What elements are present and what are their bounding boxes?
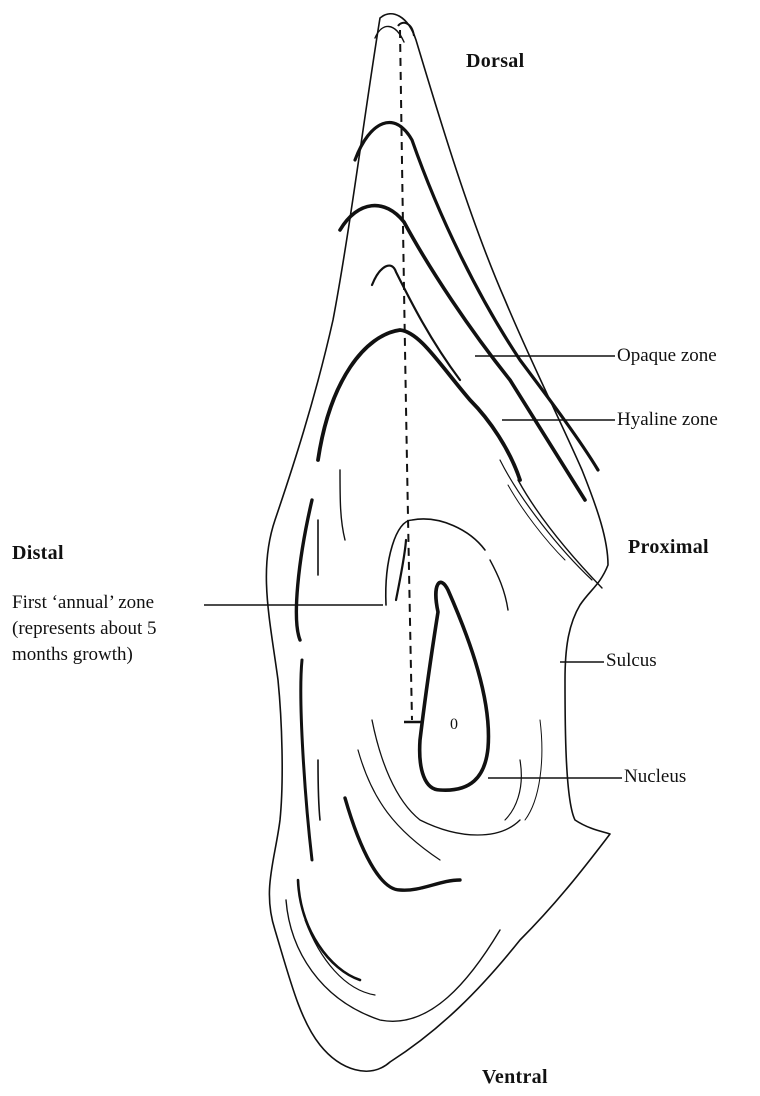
nucleus-ring — [420, 582, 489, 790]
opaque-zone-label: Opaque zone — [617, 343, 717, 369]
first-annual-zone-label: First ‘annual’ zone (represents about 5 … — [12, 590, 157, 668]
growth-ring — [372, 266, 460, 380]
growth-ring — [340, 206, 585, 500]
distal-label: Distal — [12, 542, 64, 565]
sulcus-label: Sulcus — [606, 648, 657, 674]
nucleus-mark: 0 — [450, 712, 458, 738]
nucleus-label: Nucleus — [624, 764, 686, 790]
growth-ring — [355, 123, 598, 470]
dorsal-label: Dorsal — [466, 50, 524, 73]
proximal-label: Proximal — [628, 536, 709, 559]
hyaline-zone-label: Hyaline zone — [617, 407, 718, 433]
ventral-label: Ventral — [482, 1066, 548, 1089]
growth-ring — [296, 500, 312, 640]
